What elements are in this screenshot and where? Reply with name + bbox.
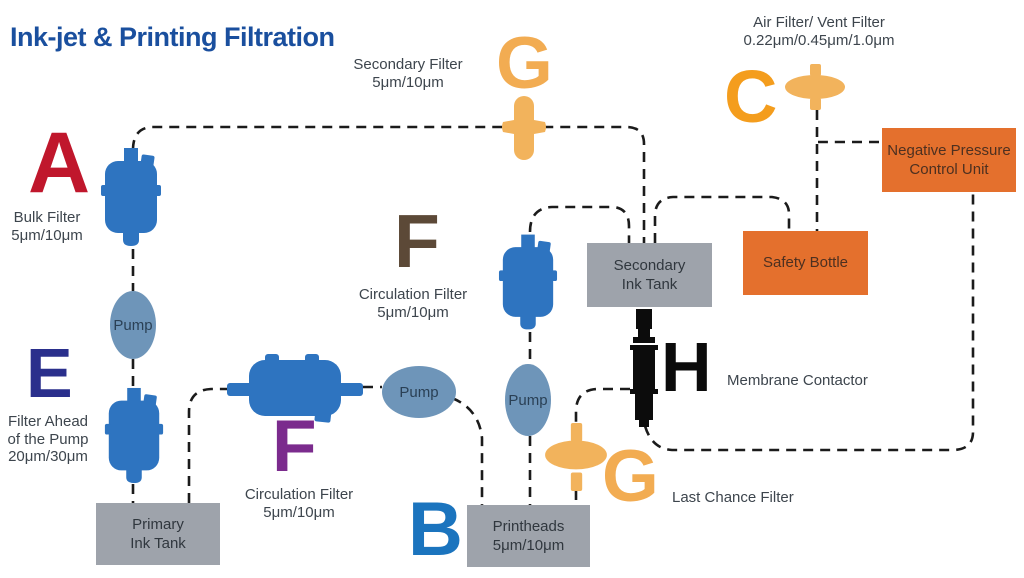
label-letter-e: E — [26, 334, 73, 412]
label-letter-c: C — [724, 55, 778, 138]
primary-ink-tank-box: Primary Ink Tank — [96, 503, 220, 565]
line-mainfilter-to-secondarytank — [528, 205, 631, 243]
secondary-filter-icon — [502, 96, 546, 160]
label-letter-f-main: F — [394, 199, 440, 283]
circulation-filter-loop-icon — [227, 354, 363, 423]
membrane-contactor-label: Membrane Contactor — [727, 372, 868, 389]
circulation-filter-main-label: Circulation Filter 5μm/10μm — [358, 286, 468, 321]
pump-2: Pump — [382, 366, 456, 418]
line-membrane-to-npcu — [643, 193, 975, 452]
membrane-contactor-icon — [630, 309, 658, 427]
label-letter-a: A — [28, 115, 91, 211]
filter-ahead-label: Filter Ahead of the Pump 20μm/30μm — [7, 413, 89, 466]
line-secondarytank-to-safetybottle — [653, 195, 791, 243]
air-filter-icon — [785, 64, 845, 110]
line-pump2-to-printheads — [451, 396, 484, 505]
pump-3: Pump — [505, 364, 551, 436]
label-letter-h: H — [661, 328, 712, 406]
label-letter-f-loop: F — [272, 406, 317, 487]
label-letter-g-lastchance: G — [602, 436, 659, 517]
bulk-filter-label: Bulk Filter 5μm/10μm — [11, 209, 83, 244]
filter-ahead-icon — [104, 387, 164, 484]
negative-pressure-unit-box: Negative Pressure Control Unit — [882, 128, 1016, 192]
pump-1: Pump — [110, 291, 156, 359]
circulation-filter-loop-label: Circulation Filter 5μm/10μm — [244, 486, 354, 521]
line-primarytank-to-circfilter — [187, 387, 228, 503]
label-letter-g-secondary: G — [496, 23, 553, 104]
bulk-filter-icon — [101, 148, 161, 246]
printheads-box: Printheads 5μm/10μm — [467, 505, 590, 567]
secondary-filter-label: Secondary Filter 5μm/10μm — [353, 56, 463, 91]
last-chance-filter-icon — [545, 423, 607, 491]
secondary-ink-tank-box: Secondary Ink Tank — [587, 243, 712, 307]
safety-bottle-box: Safety Bottle — [743, 231, 868, 295]
page-title: Ink-jet & Printing Filtration — [10, 22, 335, 52]
last-chance-filter-label: Last Chance Filter — [672, 489, 794, 506]
label-letter-b: B — [408, 487, 463, 572]
line-membrane-to-lastchance — [574, 387, 630, 424]
line-bulkfilter-to-secondarytank — [131, 125, 646, 243]
air-filter-label: Air Filter/ Vent Filter 0.22μm/0.45μm/1.… — [743, 14, 895, 49]
circulation-filter-main-icon — [498, 234, 558, 330]
